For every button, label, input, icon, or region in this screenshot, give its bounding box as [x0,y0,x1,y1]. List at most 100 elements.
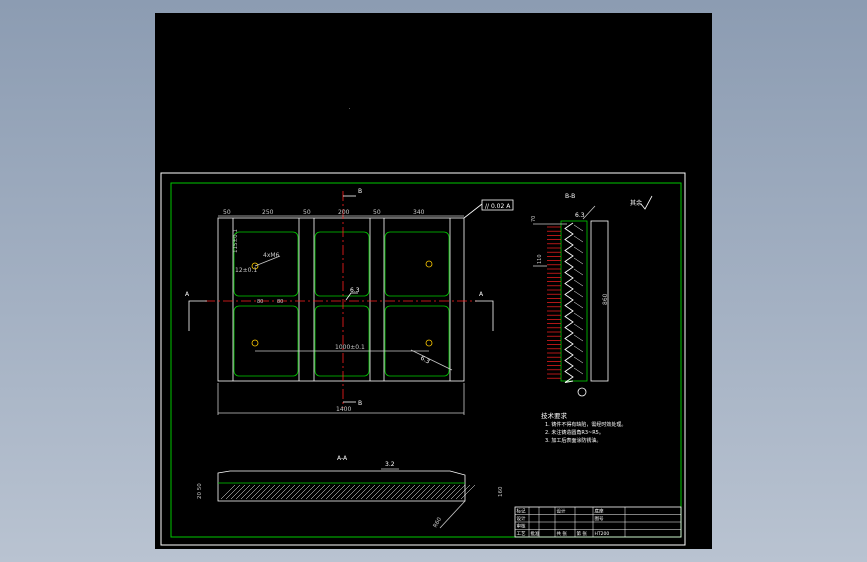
section-back [590,220,609,382]
top-dim: 50 [373,209,381,216]
hole-marker [251,339,259,347]
section-teeth [564,222,584,383]
section-tick-marks [547,226,561,379]
section-arrow-left [188,300,207,331]
pockets [233,231,450,377]
side-view: A-A 3.2 20 50 160 R60 [197,455,504,529]
hatch-line [350,484,366,500]
hatch-line [290,484,306,500]
top-dim: 200 [338,209,350,216]
tooth-hatch [573,290,584,298]
tooth-hatch [573,235,584,243]
global-roughness: 其余 [630,199,642,207]
drawing-frame [170,182,682,538]
left-dim-2: 110 [537,254,543,264]
hole-marker [425,339,433,347]
hatch-line [390,484,406,500]
hatch-line [340,484,356,500]
cad-drawing: A A B B 50 250 50 200 50 340 // 0.02 A [160,108,686,546]
stray-point [349,108,350,109]
thread-callout: 4xM6 [263,252,280,259]
thread-leader [254,255,281,267]
roughness-2: 6.3 [419,355,431,366]
hatch-line [360,484,376,500]
drawing-viewer[interactable]: A A B B 50 250 50 200 50 340 // 0.02 A [155,13,712,549]
hatch-line [405,484,421,500]
title-block-cell: 设计 [517,515,526,522]
title-block-cell: 设计 [557,508,566,515]
height-dim: 860 [602,293,609,305]
hatch-line [255,484,271,500]
side-left-dim: 20 50 [197,483,203,499]
hatch-line [240,484,256,500]
plan-view: A A B B 50 250 50 200 50 340 // 0.02 A [185,188,514,415]
technical-notes: 技术要求 1. 铸件不得有缺陷，需经时效处理。 2. 未注铸造圆角R3~R5。 … [541,411,626,444]
hatch-line [450,484,466,500]
tooth-profile [564,222,574,383]
hatch-line [375,484,391,500]
tooth-hatch [573,301,584,309]
hatch-line [460,484,476,500]
hatch-line [395,484,411,500]
plate-outline [217,217,465,382]
hatch-line [250,484,266,500]
hole-marker [425,260,433,268]
hatch-line [380,484,396,500]
note-item: 2. 未注铸造圆角R3~R5。 [545,429,604,436]
hatch-line [420,484,436,500]
section-roughness-leader [582,205,596,220]
section-label-top: B [358,188,362,195]
hatch-line [455,484,471,500]
hatch-line [410,484,426,500]
hatch-line [385,484,401,500]
tooth-hatch [573,367,584,375]
hatch-line [355,484,371,500]
hatch-line [445,484,461,500]
hole-spacing: 1000±0.1 [335,344,365,351]
title-block-cell: 工艺 [517,531,526,537]
hatch-line [260,484,276,500]
tooth-hatch [573,356,584,364]
thread-depth: 12±0.1 [235,267,257,274]
hatch-line [435,484,451,500]
notes-title: 技术要求 [541,411,568,420]
hatch-line [265,484,281,500]
section-view: B-B 70 110 860 6.3 其余 [531,193,653,397]
roughness-1: 6.3 [350,287,360,294]
hatch-line [370,484,386,500]
hatch-line [430,484,446,500]
title-block-cell: 图号 [595,516,604,522]
hatch-line [365,484,381,500]
hatch-line [270,484,286,500]
top-dim: 50 [223,209,231,216]
title-block-cell: 第 张 [577,530,588,537]
hatch-line [275,484,291,500]
tooth-hatch [573,246,584,254]
note-item: 1. 铸件不得有缺陷，需经时效处理。 [545,421,626,428]
hatch-line [400,484,416,500]
side-title: A-A [337,455,348,462]
note-item: 3. 加工后表面涂防锈油。 [545,437,601,444]
hatch-line [225,484,241,500]
section-title: B-B [565,193,575,200]
title-block-cell: 批准 [531,530,540,537]
hatch-line [295,484,311,500]
hatch-line [310,484,326,500]
vertical-dim: 115±0.1 [233,229,239,253]
side-right-dim: 160 [498,486,504,497]
tooth-hatch [573,312,584,320]
hatch-line [345,484,361,500]
tooth-hatch [573,279,584,287]
datum-marker [577,387,587,397]
side-roughness: 3.2 [385,461,395,468]
side-outline [217,470,466,502]
side-angle-dim: R60 [433,516,444,529]
global-roughness-symbol [640,195,653,210]
mid-label-left: 80 [257,299,263,305]
side-hatch [220,484,476,500]
top-dim: 50 [303,209,311,216]
hatch-line [285,484,301,500]
tolerance-frame [481,199,514,211]
left-dim-1: 70 [531,216,537,222]
